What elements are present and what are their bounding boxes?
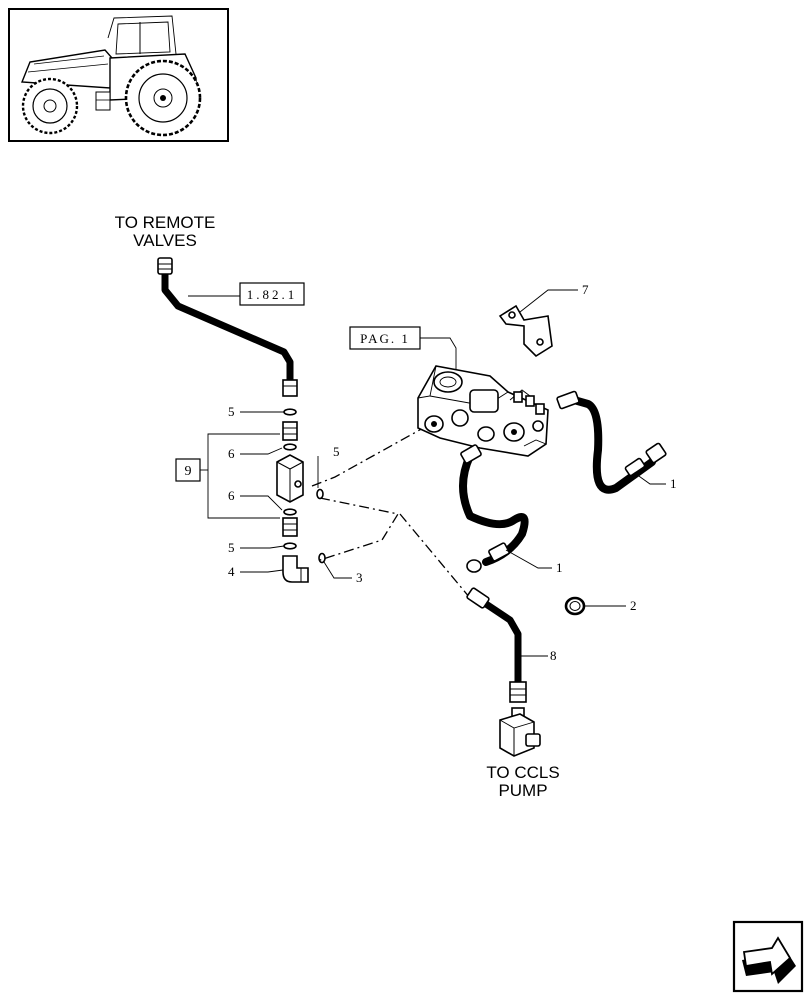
bracket-7: 7 (498, 282, 589, 358)
svg-text:5: 5 (228, 404, 235, 419)
callout-8: 8 (550, 648, 557, 663)
to-remote-valves-label-line2: VALVES (133, 231, 197, 250)
callout-7: 7 (582, 282, 589, 297)
svg-text:4: 4 (228, 564, 235, 579)
callout-5-bottom: 5 (228, 540, 285, 555)
reference-pag-1-text: PAG. 1 (360, 331, 410, 346)
svg-text:5: 5 (228, 540, 235, 555)
svg-text:6: 6 (228, 446, 235, 461)
pipe-8-to-ccls-pump: 8 (466, 587, 557, 757)
callout-3: 3 (323, 561, 363, 585)
callout-6-bottom: 6 (228, 488, 283, 511)
callout-1-upper: 1 (670, 476, 677, 491)
svg-text:3: 3 (356, 570, 363, 585)
callout-6-top: 6 (228, 446, 283, 461)
clamp-2: 2 (564, 596, 637, 616)
fitting-stack (276, 408, 309, 583)
svg-text:5: 5 (333, 444, 340, 459)
pipe-to-remote-valves (157, 257, 298, 397)
reference-1-82-1-text: 1.82.1 (247, 287, 298, 302)
to-ccls-pump-label-line2: PUMP (498, 781, 547, 800)
connection-lines (311, 426, 471, 599)
callout-1-lower: 1 (556, 560, 563, 575)
callout-5-mid: 5 (317, 444, 340, 488)
callout-5-top: 5 (228, 404, 284, 419)
next-page-arrow-icon[interactable] (732, 920, 804, 993)
svg-text:6: 6 (228, 488, 235, 503)
o-ring-5-mid (316, 488, 324, 500)
to-ccls-pump-label-line1: TO CCLS (486, 763, 559, 782)
hose-1-upper: 1 (556, 390, 677, 494)
svg-text:2: 2 (630, 598, 637, 613)
callout-4: 4 (228, 564, 284, 579)
reference-box-1-82-1[interactable]: 1.82.1 (188, 282, 305, 306)
o-ring-3 (318, 552, 326, 564)
tractor-thumbnail (8, 8, 229, 142)
to-remote-valves-label-line1: TO REMOTE (115, 213, 216, 232)
bracket-9: 9 (175, 433, 280, 519)
hose-1-lower: 1 (459, 444, 563, 575)
reference-9-text: 9 (185, 464, 192, 479)
reference-box-pag-1[interactable]: PAG. 1 (349, 326, 457, 372)
valve-assembly (417, 365, 549, 457)
